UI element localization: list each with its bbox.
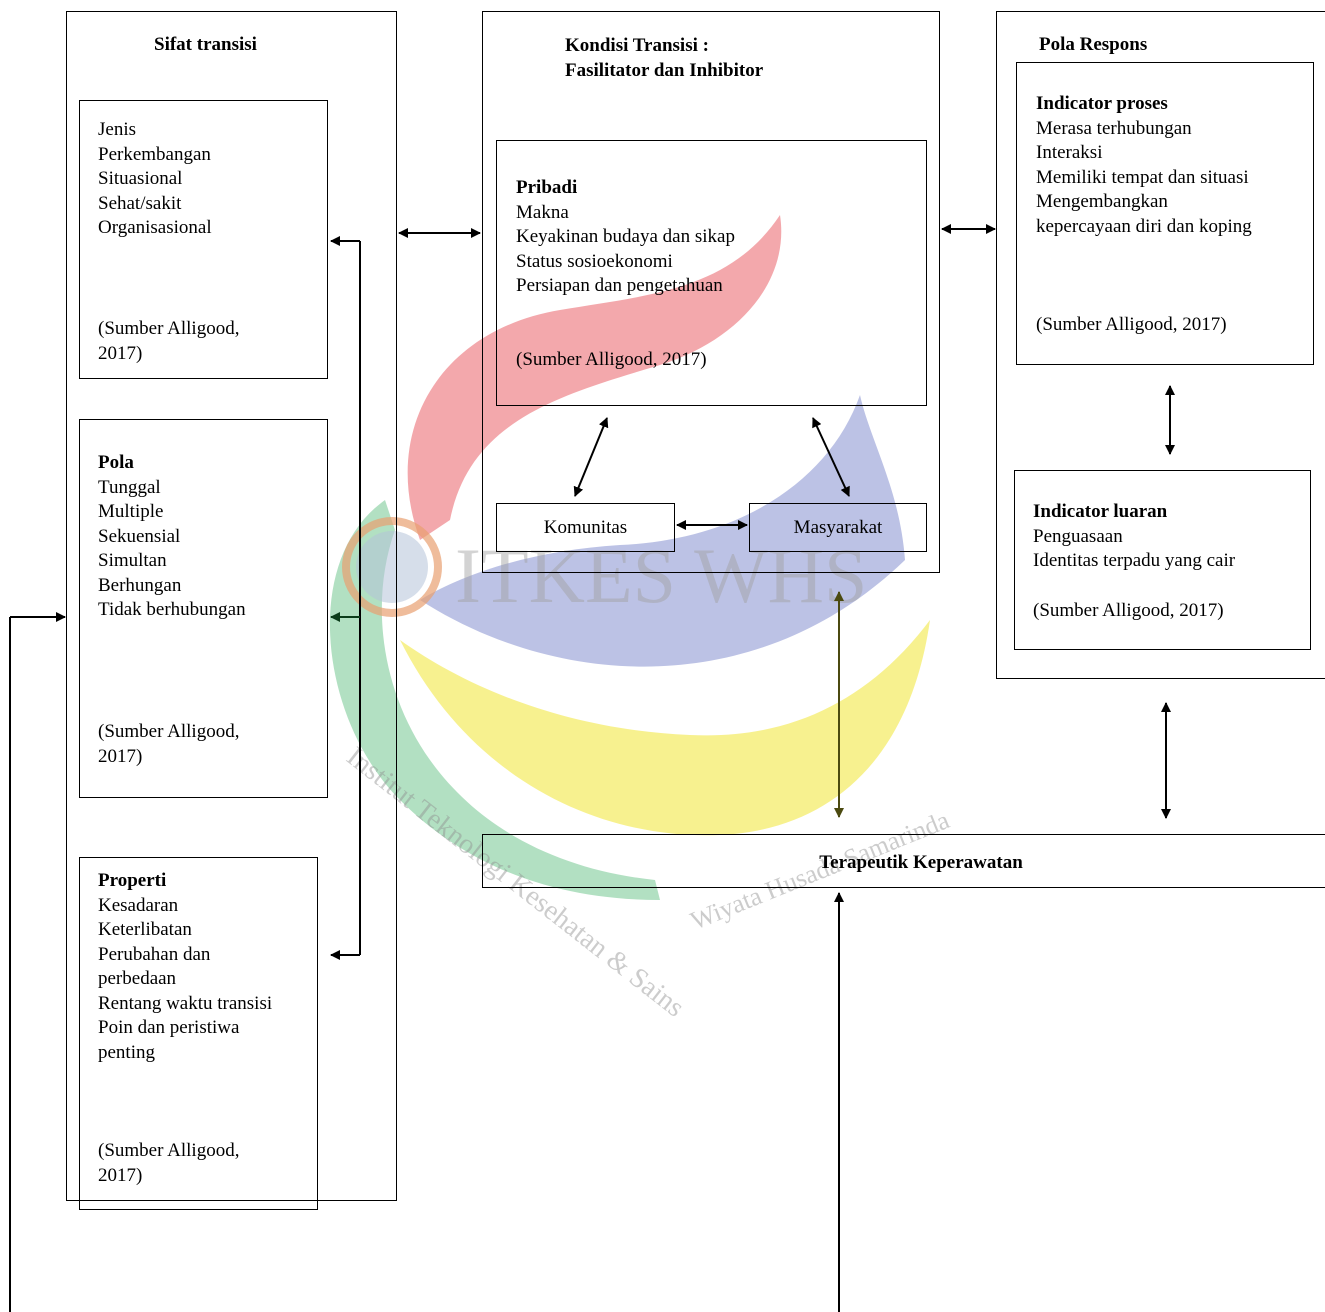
properti-line: Poin dan peristiwa [98,1017,240,1038]
watermark-logo-text: ITKES WHS [455,532,867,619]
watermark-globe [342,517,442,617]
masyarakat-box [749,503,927,552]
terapeutik-label: Terapeutik Keperawatan [819,852,1023,873]
pola-box [79,419,328,798]
indicator-luaran-line: Penguasaan [1033,525,1123,547]
pribadi-box [496,140,927,406]
jenis-source-line: (Sumber Alligood, [98,318,240,339]
kondisi-title-line2: Fasilitator dan Inhibitor [565,60,764,81]
pribadi-line: Makna [516,201,569,223]
pribadi-source: (Sumber Alligood, 2017) [516,349,707,370]
jenis-line: Perkembangan [98,143,211,165]
kondisi-transisi-panel [482,11,940,573]
pribadi-heading: Pribadi [516,177,578,198]
properti-source: (Sumber Alligood, 2017) [98,1139,239,1188]
properti-line: Perubahan dan [98,943,211,965]
terapeutik-box [482,834,1325,888]
properti-line: penting [98,1041,155,1063]
properti-heading: Properti [98,870,167,891]
indicator-luaran-line: Identitas terpadu yang cair [1033,550,1236,571]
jenis-line: Sehat/sakit [98,192,182,214]
arrow-pribadi-komunitas [573,417,609,497]
pola-line: Multiple [98,501,164,522]
watermark-yellow-swoosh [400,620,930,836]
indicator-luaran-text: Indicator luaran Penguasaan Identitas te… [1033,500,1235,574]
pola-line: Tunggal [98,476,161,498]
watermark-green-swoosh [329,500,660,900]
komunitas-box [496,503,675,552]
jenis-text: Jenis Perkembangan Situasional Sehat/sak… [98,118,212,241]
pribadi-text: Pribadi Makna Keyakinan budaya dan sikap… [516,176,735,299]
properti-source-line: 2017) [98,1164,143,1186]
indicator-proses-line: Mengembangkan [1036,191,1168,212]
jenis-line: Situasional [98,168,183,189]
properti-line: perbedaan [98,968,177,989]
indicator-proses-text: Indicator proses Merasa terhubungan Inte… [1036,92,1252,239]
indicator-proses-line: Interaksi [1036,142,1103,163]
indicator-luaran-source: (Sumber Alligood, 2017) [1033,600,1224,621]
jenis-source: (Sumber Alligood, 2017) [98,317,239,366]
indicator-luaran-box [1014,470,1311,650]
kondisi-transisi-title: Kondisi Transisi : Fasilitator dan Inhib… [565,33,763,83]
properti-line: Rentang waktu transisi [98,992,273,1014]
arrow-pribadi-masyarakat [812,417,850,497]
watermark-red-swoosh [407,215,782,540]
properti-text: Properti Kesadaran Keterlibatan Perubaha… [98,869,272,1065]
indicator-proses-box [1016,62,1314,365]
indicator-proses-source: (Sumber Alligood, 2017) [1036,314,1227,335]
pola-source-line: (Sumber Alligood, [98,721,240,742]
properti-line: Kesadaran [98,894,179,916]
pola-respons-title: Pola Respons [1039,34,1148,55]
indicator-luaran-heading: Indicator luaran [1033,501,1168,522]
watermark-blue-swoosh [420,395,905,667]
pola-heading: Pola [98,452,134,473]
pola-line: Sekuensial [98,525,181,547]
pribadi-line: Keyakinan budaya dan sikap [516,226,735,247]
indicator-proses-line: Memiliki tempat dan situasi [1036,166,1249,188]
indicator-proses-heading: Indicator proses [1036,93,1168,114]
sifat-transisi-title: Sifat transisi [154,34,257,55]
kondisi-title-line1: Kondisi Transisi : [565,35,709,56]
jenis-source-line: 2017) [98,342,143,364]
properti-source-line: (Sumber Alligood, [98,1140,240,1161]
jenis-box [79,100,328,379]
pribadi-line: Status sosioekonomi [516,250,673,272]
pola-line: Berhungan [98,574,182,596]
indicator-proses-line: kepercayaan diri dan koping [1036,215,1252,237]
indicator-proses-line: Merasa terhubungan [1036,117,1192,139]
komunitas-label: Komunitas [543,517,628,538]
properti-line: Keterlibatan [98,919,192,940]
pola-source: (Sumber Alligood, 2017) [98,720,239,769]
pola-source-line: 2017) [98,745,143,767]
masyarakat-label: Masyarakat [793,517,883,538]
pola-line: Simultan [98,550,167,571]
pola-text: Pola Tunggal Multiple Sekuensial Simulta… [98,451,246,623]
jenis-line: Jenis [98,119,136,140]
jenis-line: Organisasional [98,217,212,238]
pribadi-line: Persiapan dan pengetahuan [516,275,723,296]
pola-respons-panel [996,11,1325,679]
properti-box [79,857,318,1210]
pola-line: Tidak berhubungan [98,599,246,620]
sifat-transisi-panel [66,11,397,1201]
